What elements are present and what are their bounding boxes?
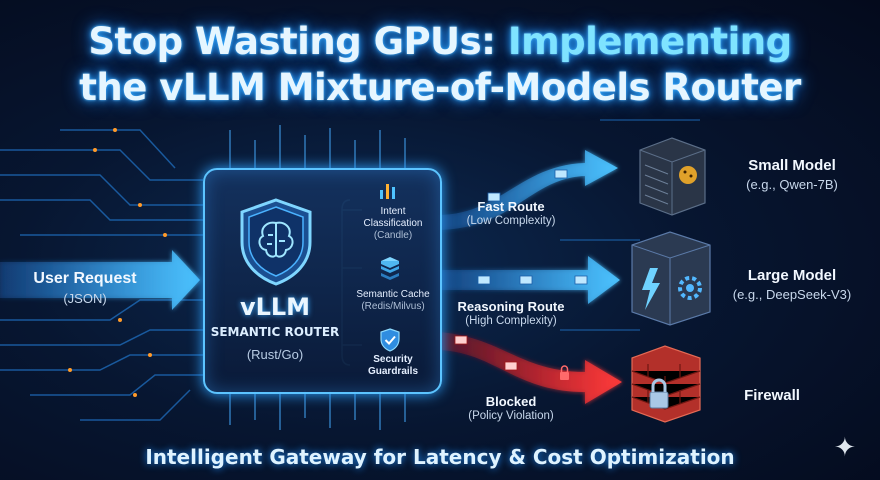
server-lightning-gear-icon — [631, 231, 711, 326]
red-envelope-icons — [454, 335, 518, 371]
circuit-dots — [68, 128, 167, 397]
target-label-firewall: Firewall — [744, 387, 800, 404]
padlock-icons — [560, 365, 569, 380]
router-pins — [229, 125, 406, 430]
router-name: vLLM — [239, 293, 311, 321]
page-title-line2: the vLLM Mixture-of-Models Router — [79, 66, 801, 109]
shield-brain-icon — [240, 198, 312, 286]
target-label-large-model: Large Model (e.g., DeepSeek-V3) — [732, 267, 852, 302]
fast-route-arrow — [438, 150, 618, 230]
router-box — [203, 168, 442, 394]
database-stack-icon — [381, 257, 399, 280]
router-language: (Rust/Go) — [246, 347, 304, 362]
component-semantic-cache: Semantic Cache (Redis/Milvus) — [356, 289, 430, 312]
input-label: User Request (JSON) — [33, 270, 137, 306]
shield-check-icon — [380, 328, 400, 352]
page-title: Stop Wasting GPUs: Implementing — [88, 20, 792, 63]
route-label-blocked: Blocked (Policy Violation) — [468, 394, 554, 422]
route-label-reasoning: Reasoning Route (High Complexity) — [457, 299, 565, 327]
route-label-fast: Fast Route (Low Complexity) — [466, 199, 556, 227]
envelope-icons — [477, 169, 588, 285]
input-arrow — [0, 250, 200, 310]
circuit-traces-left — [0, 129, 203, 421]
component-intent-classification: Intent Classification (Candle) — [363, 206, 423, 241]
firewall-lock-icon — [631, 345, 701, 423]
right-circuit-traces — [560, 119, 700, 331]
sparkle-icon: ✦ — [834, 432, 856, 462]
router-subtitle: SEMANTIC ROUTER — [210, 325, 340, 339]
server-cheetah-icon — [639, 137, 706, 216]
target-label-small-model: Small Model (e.g., Qwen-7B) — [746, 157, 838, 192]
footer-tagline: Intelligent Gateway for Latency & Cost O… — [145, 445, 735, 469]
blocked-route-arrow — [438, 332, 622, 404]
bar-chart-icon — [380, 184, 395, 199]
component-security-guardrails: Security Guardrails — [367, 354, 419, 377]
